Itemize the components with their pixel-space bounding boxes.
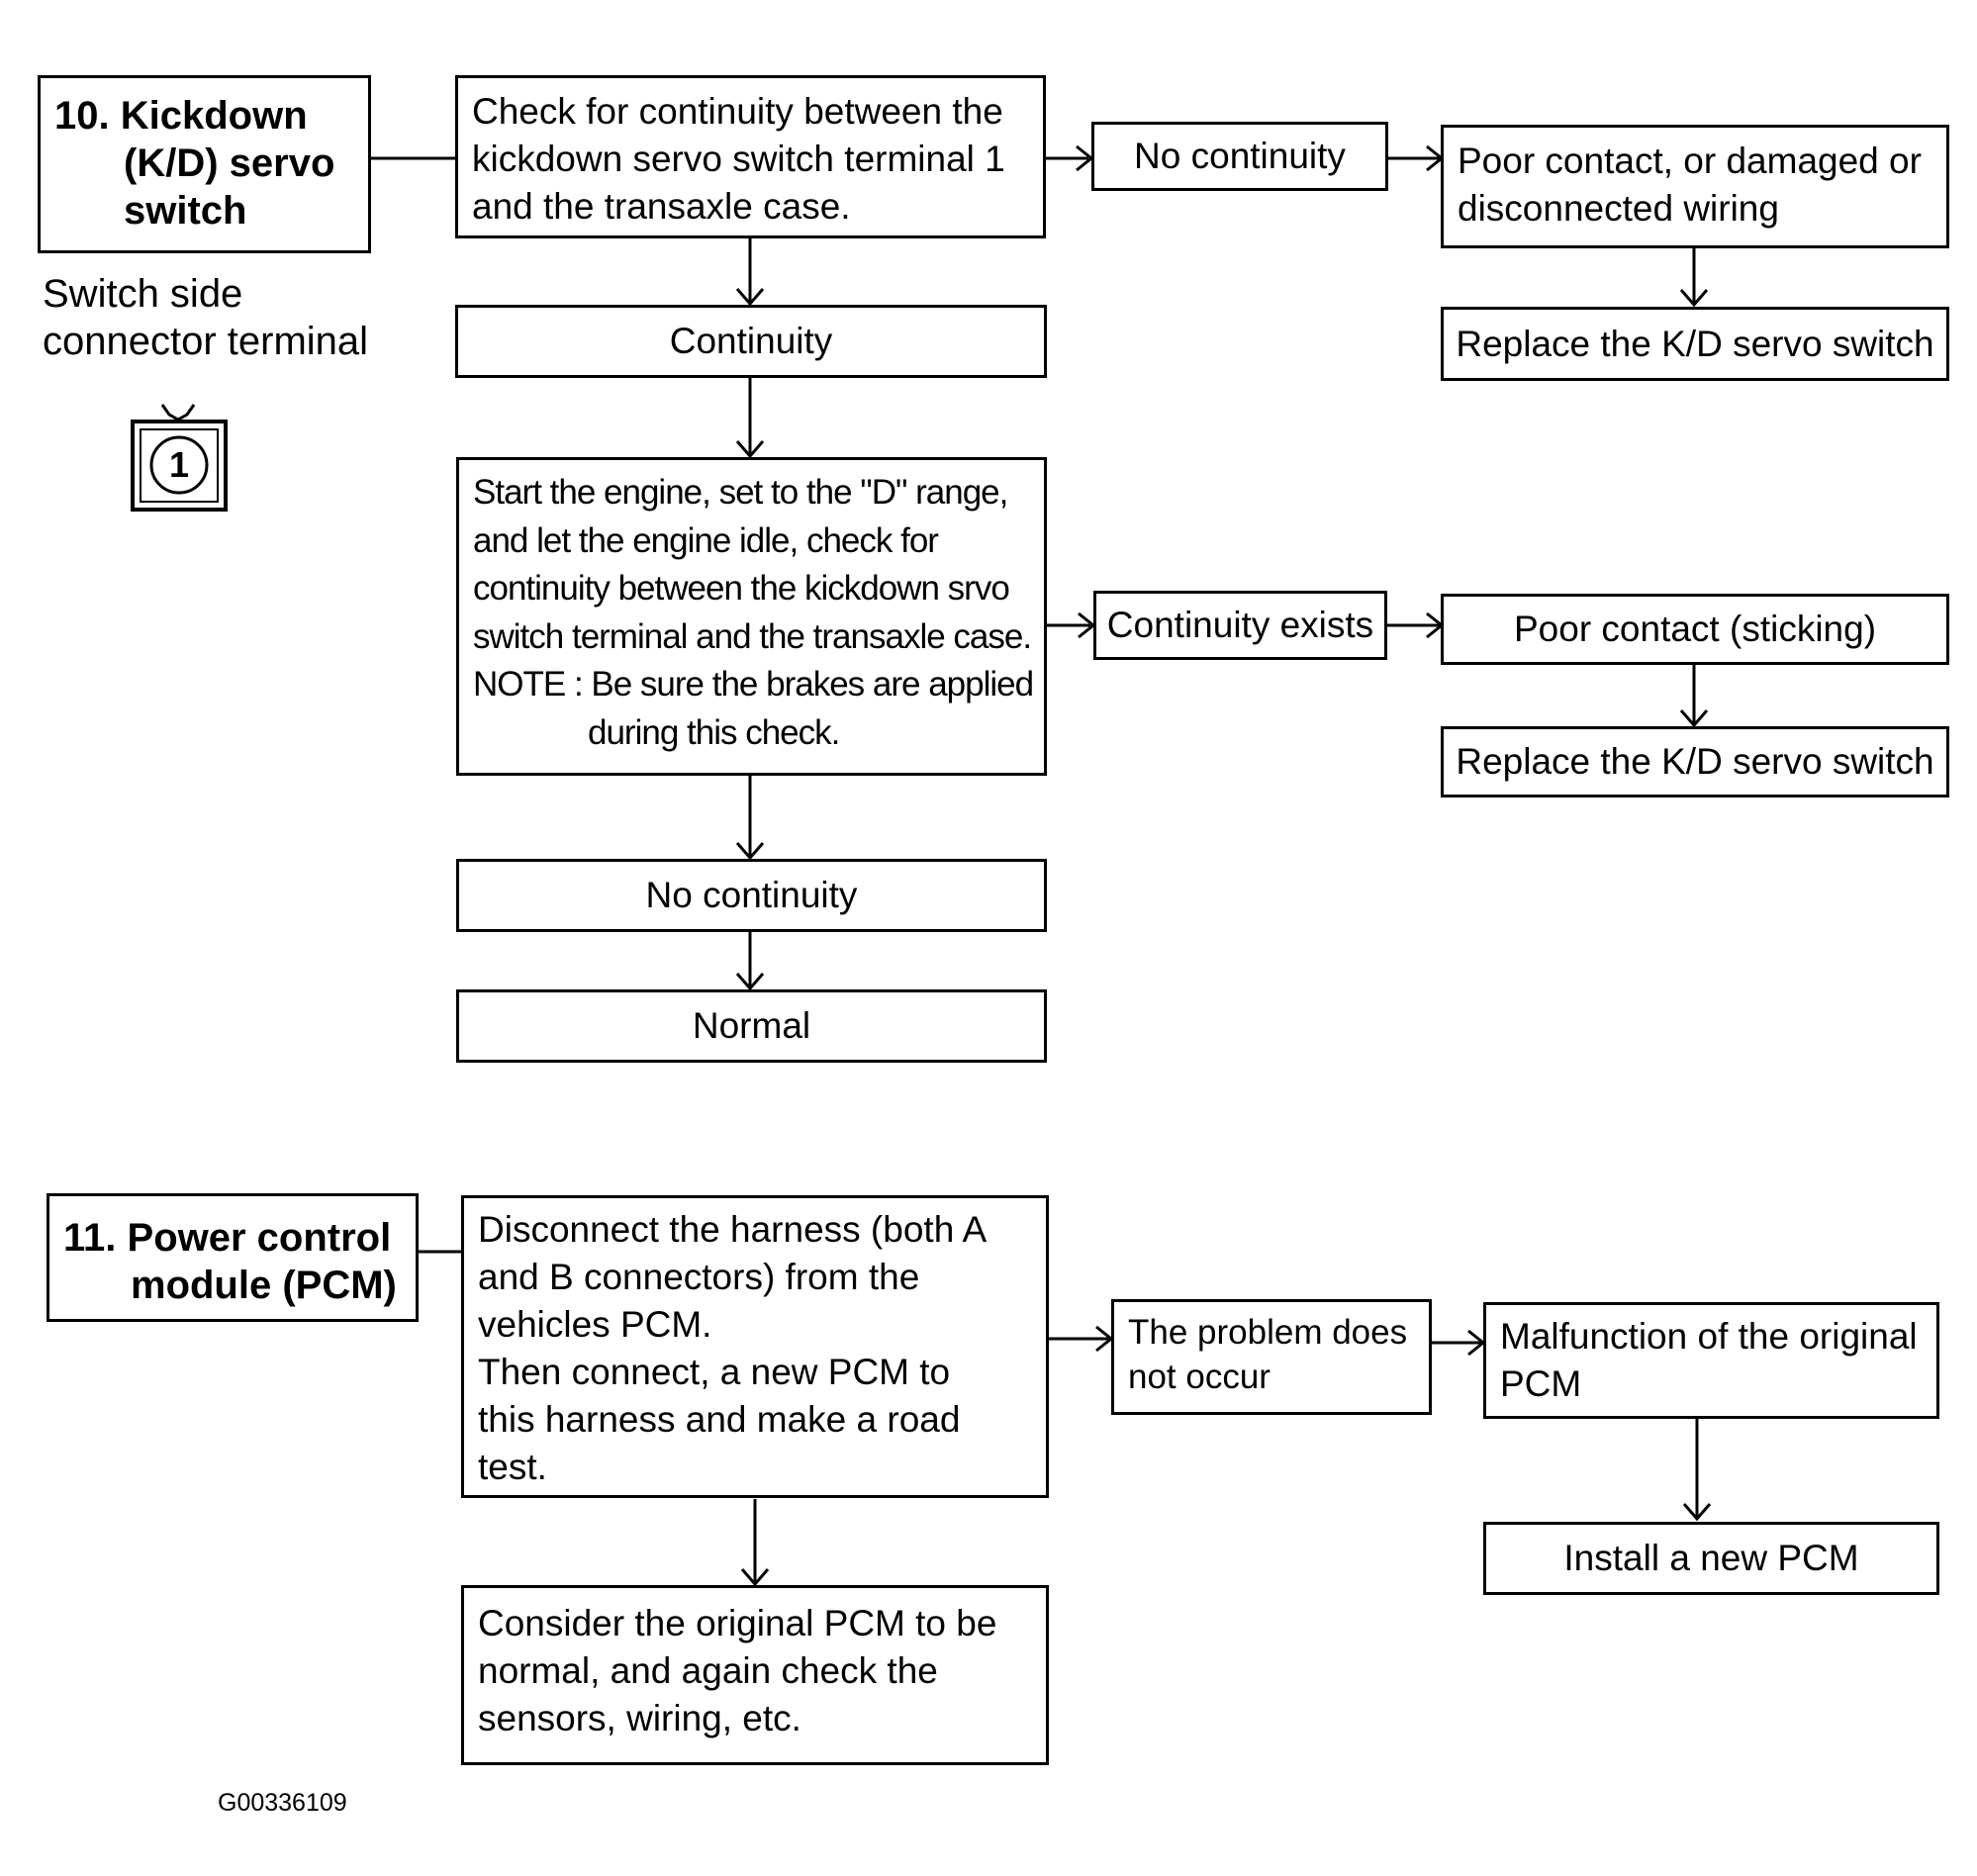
- figure-code: G00336109: [218, 1789, 347, 1817]
- connector-label-line: Switch side: [43, 272, 243, 316]
- poor-contact-line: Poor contact, or damaged or: [1458, 141, 1922, 181]
- continuity-box: Continuity: [455, 305, 1047, 378]
- check-continuity-line: kickdown servo switch terminal 1: [472, 139, 1005, 179]
- check-continuity-line: Check for continuity between the: [472, 91, 1003, 132]
- poor-contact-line: disconnected wiring: [1458, 188, 1779, 229]
- connector-label: Switch side connector terminal: [43, 270, 368, 365]
- section-10-title-line: (K/D) servo: [124, 141, 335, 185]
- connector-terminal-icon: [131, 404, 228, 512]
- engine-check-line: NOTE : Be sure the brakes are applied: [473, 665, 1034, 704]
- check-continuity-box: Check for continuity between the kickdow…: [455, 75, 1046, 238]
- replace-switch-box-2: Replace the K/D servo switch: [1441, 726, 1949, 797]
- problem-not-occur-box: The problem does not occur: [1111, 1299, 1432, 1415]
- engine-check-line: and let the engine idle, check for: [473, 520, 939, 560]
- disconnect-line: this harness and make a road: [478, 1399, 961, 1440]
- disconnect-line: Disconnect the harness (both A: [478, 1209, 988, 1250]
- consider-line: Consider the original PCM to be: [478, 1603, 997, 1643]
- engine-check-line: switch terminal and the transaxle case.: [473, 616, 1032, 656]
- poor-contact-sticking-box: Poor contact (sticking): [1441, 594, 1949, 665]
- poor-contact-wiring-box: Poor contact, or damaged or disconnected…: [1441, 125, 1949, 248]
- engine-check-line: during this check.: [588, 712, 840, 752]
- consider-original-box: Consider the original PCM to be normal, …: [461, 1585, 1049, 1765]
- engine-check-line: Start the engine, set to the "D" range,: [473, 473, 1008, 512]
- disconnect-line: vehicles PCM.: [478, 1304, 712, 1345]
- consider-line: sensors, wiring, etc.: [478, 1698, 801, 1738]
- problem-not-occur-line: not occur: [1128, 1358, 1271, 1396]
- normal-box: Normal: [456, 989, 1047, 1063]
- section-11-title: 11. Power control module (PCM): [47, 1193, 419, 1322]
- engine-idle-check-box: Start the engine, set to the "D" range, …: [456, 457, 1047, 776]
- install-new-pcm-box: Install a new PCM: [1483, 1522, 1939, 1595]
- malfunction-line: Malfunction of the original: [1500, 1316, 1918, 1357]
- malfunction-line: PCM: [1500, 1363, 1582, 1404]
- connector-label-line: connector terminal: [43, 320, 369, 363]
- section-10-title: 10. Kickdown (K/D) servo switch: [38, 75, 371, 253]
- disconnect-line: and B connectors) from the: [478, 1257, 920, 1297]
- no-continuity-box-2: No continuity: [456, 859, 1047, 932]
- disconnect-harness-box: Disconnect the harness (both A and B con…: [461, 1195, 1049, 1498]
- engine-check-line: continuity between the kickdown srvo: [473, 569, 1010, 608]
- problem-not-occur-line: The problem does: [1128, 1313, 1408, 1352]
- malfunction-box: Malfunction of the original PCM: [1483, 1302, 1939, 1419]
- no-continuity-box: No continuity: [1091, 122, 1388, 191]
- disconnect-line: Then connect, a new PCM to: [478, 1352, 951, 1392]
- section-11-title-line: module (PCM): [131, 1264, 397, 1307]
- disconnect-line: test.: [478, 1447, 547, 1487]
- section-11-title-line: 11. Power control: [63, 1216, 392, 1260]
- section-10-title-line: 10. Kickdown: [54, 94, 308, 138]
- check-continuity-line: and the transaxle case.: [472, 186, 851, 227]
- continuity-exists-box: Continuity exists: [1093, 591, 1387, 660]
- consider-line: normal, and again check the: [478, 1650, 938, 1691]
- connector-terminal-number: 1: [168, 444, 190, 485]
- section-10-title-line: switch: [124, 189, 247, 233]
- replace-switch-box: Replace the K/D servo switch: [1441, 307, 1949, 381]
